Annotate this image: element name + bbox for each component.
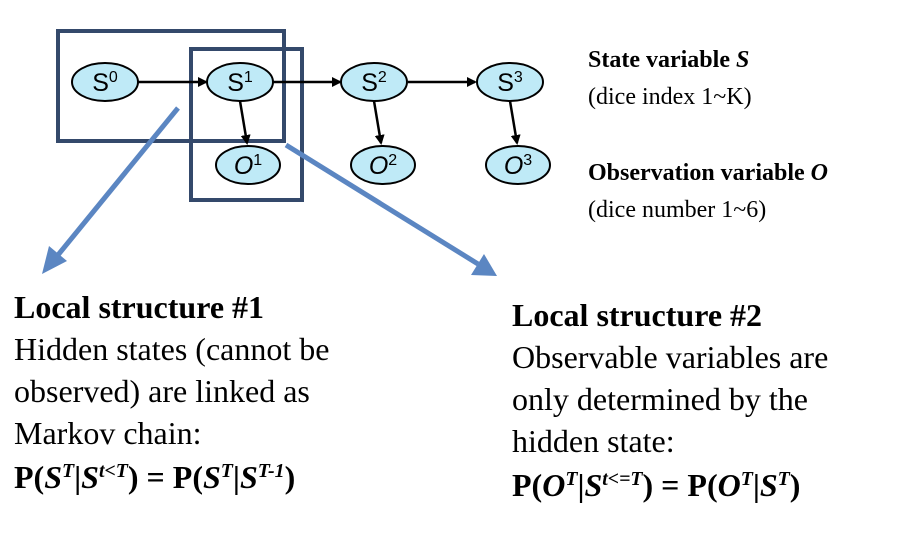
node-s2: S2 [340, 62, 408, 102]
node-o1: O1 [215, 145, 281, 185]
svg-text:O1: O1 [234, 152, 262, 180]
svg-text:S2: S2 [361, 69, 387, 97]
node-s0: S0 [71, 62, 139, 102]
observation-variable-title: Observation variable [588, 160, 805, 186]
node-o3: O3 [485, 145, 551, 185]
svg-text:O2: O2 [369, 152, 397, 180]
local-structure-2-box [189, 47, 304, 202]
local-structure-2-line2: only determined by the [512, 381, 808, 417]
state-variable-desc: (dice index 1~K) [588, 84, 752, 110]
svg-text:O3: O3 [504, 152, 532, 180]
svg-text:S3: S3 [497, 69, 523, 97]
local-structure-1-line1: Hidden states (cannot be [14, 331, 330, 367]
legend: State variable S (dice index 1~K) Observ… [588, 42, 828, 229]
svg-text:S1: S1 [227, 69, 253, 97]
local-structure-2-heading: Local structure #2 [512, 297, 763, 333]
edge-s3-o3 [508, 100, 521, 145]
observation-variable-desc: (dice number 1~6) [588, 197, 767, 223]
edge-s1-o1 [238, 100, 251, 145]
state-variable-title: State variable [588, 47, 730, 73]
diagram-edges [138, 77, 521, 145]
state-variable-legend: State variable S (dice index 1~K) [588, 42, 828, 116]
node-o2: O2 [350, 145, 416, 185]
edge-s2-o2 [372, 100, 385, 145]
node-s1: S1 [206, 62, 274, 102]
local-structure-1-line3: Markov chain: [14, 415, 202, 451]
local-structure-2-line3: hidden state: [512, 423, 675, 459]
observation-variable-legend: Observation variable O (dice number 1~6) [588, 155, 828, 229]
observation-variable-symbol: O [810, 160, 828, 186]
local-structure-1-formula: P(ST|St<T) = P(ST|ST-1) [14, 459, 296, 495]
callout-arrow-2 [284, 142, 497, 276]
callout-arrow-1 [42, 106, 180, 274]
local-structure-2-formula: P(OT|St<=T) = P(OT|ST) [512, 467, 801, 503]
local-structure-1: Local structure #1 Hidden states (cannot… [14, 286, 329, 498]
local-structure-2-line1: Observable variables are [512, 339, 829, 375]
local-structure-1-heading: Local structure #1 [14, 289, 265, 325]
node-s3: S3 [476, 62, 544, 102]
hmm-diagram: S0 S1 S2 S3 O1 O2 O3 [42, 29, 551, 276]
local-structure-1-box [56, 29, 286, 143]
local-structure-1-line2: observed) are linked as [14, 373, 310, 409]
state-variable-symbol: S [735, 47, 750, 73]
local-structure-2: Local structure #2 Observable variables … [512, 294, 828, 506]
svg-text:S0: S0 [92, 69, 118, 97]
